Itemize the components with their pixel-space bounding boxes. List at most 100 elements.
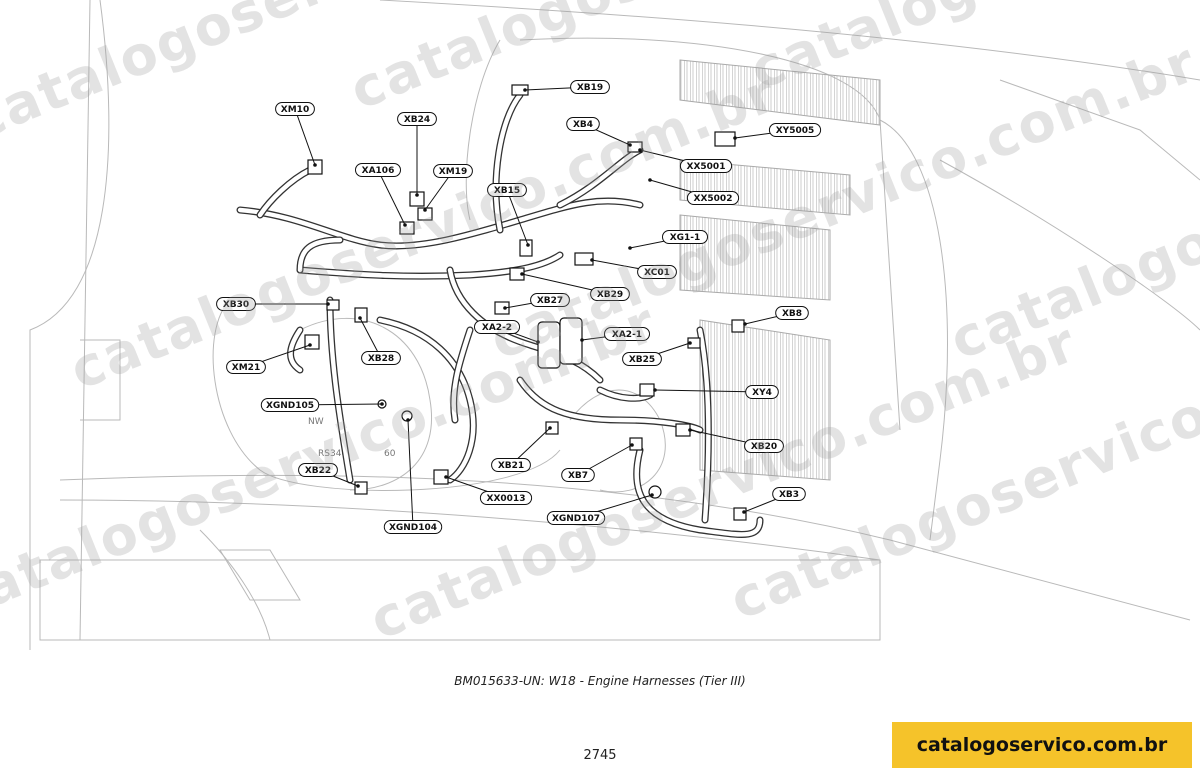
callout-arrowhead <box>356 484 360 488</box>
callout-text: XY4 <box>752 388 772 398</box>
machine-outline <box>29 0 1200 650</box>
callout-xm10: XM10 <box>275 102 317 167</box>
callout-text: XB4 <box>573 120 593 130</box>
site-badge[interactable]: catalogoservico.com.br <box>892 722 1192 768</box>
callout-arrowhead <box>536 340 540 344</box>
figure-caption: BM015633-UN: W18 - Engine Harnesses (Tie… <box>454 674 746 688</box>
callout-arrowhead <box>503 306 507 310</box>
callout-text: XGND105 <box>266 401 314 411</box>
callout-text: XB3 <box>779 490 799 500</box>
callout-text: XB19 <box>577 83 603 93</box>
callout-xb15: XB15 <box>487 183 530 247</box>
callout-box <box>487 183 527 197</box>
callout-xa2-2: XA2-2 <box>474 320 540 344</box>
harness-bundles <box>236 91 764 538</box>
callout-box <box>604 327 650 341</box>
callout-xm19: XM19 <box>423 164 473 212</box>
harness-core <box>493 92 523 233</box>
callout-arrowhead <box>688 428 692 432</box>
callout-text: XY5005 <box>776 126 815 136</box>
callout-xb29: XB29 <box>520 272 630 301</box>
callout-xb7: XB7 <box>561 443 634 482</box>
engine-marking-serial: RS346 <box>318 449 347 459</box>
callout-arrowhead <box>444 475 448 479</box>
callout-xg1-1: XG1-1 <box>628 230 708 250</box>
page-number: 2745 <box>583 748 617 763</box>
callout-arrowhead <box>590 258 594 262</box>
connectors <box>304 84 747 521</box>
callout-text: XM19 <box>439 167 467 177</box>
callout-xb30: XB30 <box>216 297 330 311</box>
callout-arrowhead <box>326 302 330 306</box>
callout-box <box>474 320 520 334</box>
callout-arrowhead <box>650 493 654 497</box>
callout-text: XB29 <box>597 290 623 300</box>
callout-xa106: XA106 <box>355 163 407 227</box>
callout-box <box>637 265 677 279</box>
callout-xx0013: XX0013 <box>444 475 533 505</box>
callout-xb4: XB4 <box>566 117 632 147</box>
callout-arrowhead <box>548 426 552 430</box>
callout-text: XB27 <box>537 296 563 306</box>
callout-text: XA2-2 <box>482 323 512 333</box>
callout-arrowhead <box>630 443 634 447</box>
harness-core <box>451 327 473 423</box>
callout-xb25: XB25 <box>622 341 692 366</box>
callout-box <box>260 398 320 412</box>
callout-box <box>679 159 733 173</box>
callout-text: XB30 <box>223 300 249 310</box>
callout-arrowhead <box>523 88 527 92</box>
callout-box <box>744 439 784 453</box>
callout-arrowhead <box>520 272 524 276</box>
callout-text: XB28 <box>368 354 394 364</box>
callout-arrowhead <box>638 148 642 152</box>
callout-xb21: XB21 <box>491 426 552 472</box>
callout-xm21: XM21 <box>226 343 312 374</box>
callout-arrowhead <box>358 316 362 320</box>
callout-text: XB20 <box>751 442 777 452</box>
callout-text: XB21 <box>498 461 524 471</box>
callout-box <box>216 297 256 311</box>
callout-box <box>383 520 443 534</box>
engine-marking-nw: NW <box>308 417 324 427</box>
callout-arrowhead <box>688 341 692 345</box>
callout-leader <box>654 389 763 393</box>
callout-box <box>622 352 662 366</box>
callout-box <box>546 511 606 525</box>
callout-text: XGND107 <box>552 514 600 524</box>
callout-xb8: XB8 <box>743 306 809 326</box>
callout-leader <box>294 108 316 166</box>
callout-box <box>566 117 600 131</box>
callout-box <box>686 191 740 205</box>
callout-arrowhead <box>653 388 657 392</box>
callout-text: XB15 <box>494 186 520 196</box>
callout-box <box>361 351 401 365</box>
callout-box <box>275 102 315 116</box>
callout-arrowhead <box>526 243 530 247</box>
callout-xgnd104: XGND104 <box>383 418 443 534</box>
harness-core <box>297 252 563 279</box>
callout-xb20: XB20 <box>688 428 784 453</box>
callout-arrowhead <box>742 510 746 514</box>
callout-box <box>745 385 779 399</box>
harness-core <box>377 317 476 483</box>
callout-leader <box>377 169 406 226</box>
callout-box <box>772 487 806 501</box>
callout-text: XC01 <box>644 268 670 278</box>
callout-xb22: XB22 <box>298 463 360 488</box>
callout-xgnd107: XGND107 <box>546 493 654 525</box>
callout-box <box>775 306 809 320</box>
engine-marking-60: 60 <box>384 449 396 459</box>
callout-text: XX0013 <box>487 494 526 504</box>
callout-text: XM21 <box>232 363 260 373</box>
callout-xb24: XB24 <box>397 112 437 197</box>
callout-xy5005: XY5005 <box>733 123 822 140</box>
callout-xb19: XB19 <box>523 80 610 94</box>
harness-core <box>634 447 763 537</box>
harness-core <box>257 167 313 218</box>
callout-arrowhead <box>628 143 632 147</box>
callout-text: XGND104 <box>389 523 437 533</box>
callout-arrowhead <box>380 402 384 406</box>
